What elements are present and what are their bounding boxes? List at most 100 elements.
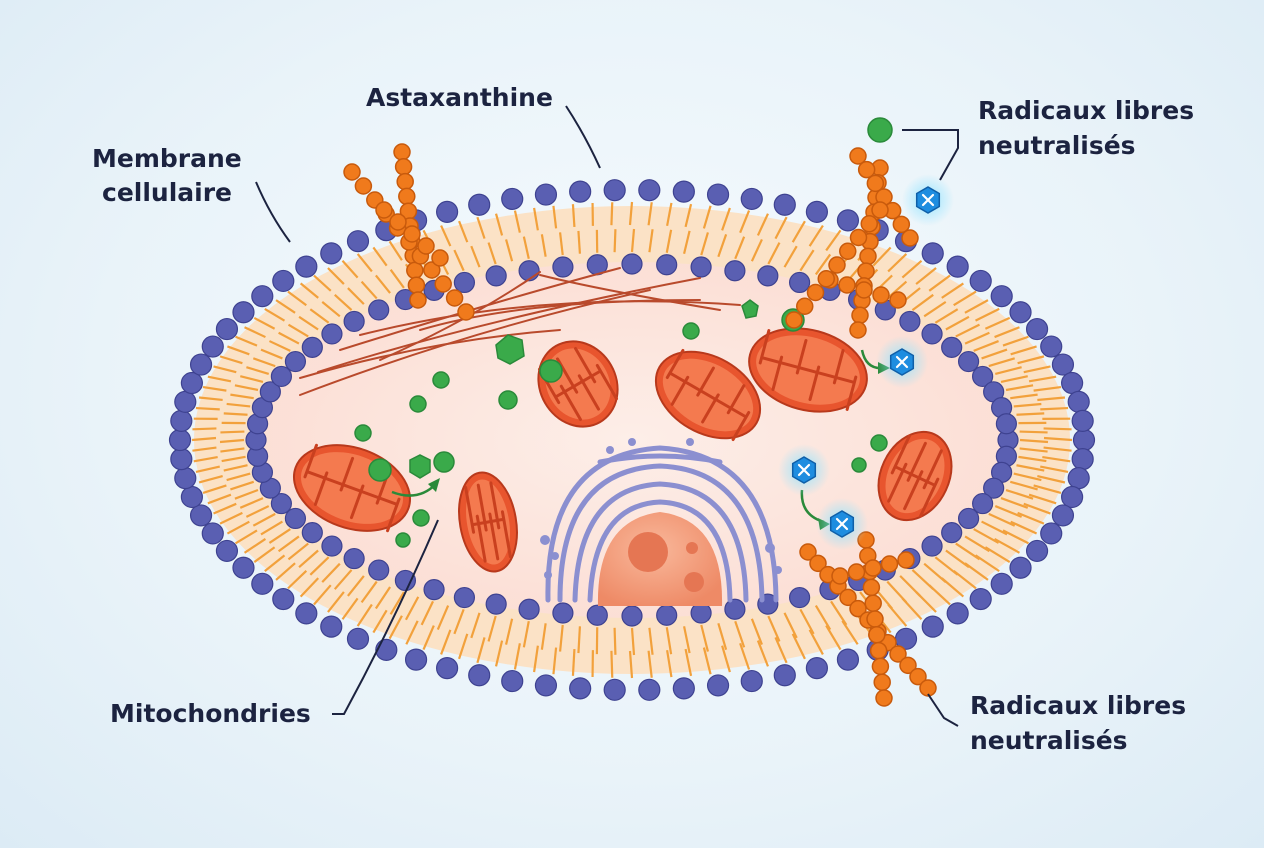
lipid-tail [422, 625, 435, 651]
svg-text:Mitochondries: Mitochondries [110, 699, 311, 728]
lipid-tail [558, 624, 564, 652]
lipid-tail [221, 455, 246, 463]
lipid-tail [791, 633, 806, 660]
phospholipid-head [899, 310, 921, 333]
phospholipid-head [1025, 539, 1049, 563]
phospholipid-head [836, 648, 860, 671]
phospholipid-head [232, 556, 255, 579]
astaxanthin-bead [862, 578, 881, 597]
lipid-tail [404, 596, 420, 621]
lipid-tail [235, 529, 258, 545]
lipid-tail [953, 290, 977, 307]
lipid-tail [341, 260, 359, 279]
phospholipid-head [1067, 390, 1090, 413]
lipid-tail [964, 299, 989, 314]
phospholipid-head [272, 269, 295, 293]
lipid-tail [941, 282, 964, 299]
phospholipid-head [251, 572, 274, 595]
astaxanthin-bead [839, 242, 857, 260]
lipid-tail [702, 647, 712, 675]
lipid-tail [683, 626, 691, 654]
lipid-tail [577, 230, 582, 254]
phospholipid-head [941, 336, 963, 358]
lipid-tail [774, 216, 788, 240]
lipid-tail [522, 236, 530, 260]
phospholipid-head [251, 285, 274, 308]
lipid-tail [984, 316, 1011, 330]
lipid-tail [981, 348, 1008, 360]
phospholipid-head [301, 522, 323, 544]
astaxanthin-bead [839, 588, 857, 607]
lipid-tail [1033, 385, 1062, 392]
lipid-tail [1040, 465, 1069, 474]
phospholipid-head [773, 664, 796, 687]
phospholipid-head [270, 492, 292, 515]
lipid-tail [223, 464, 248, 472]
svg-text:Membrane: Membrane [92, 144, 242, 173]
phospholipid-head [320, 242, 343, 265]
label-membrane: Membrane cellulaire [92, 144, 291, 243]
astaxanthin-molecules [343, 143, 937, 707]
lipid-tail [540, 234, 547, 257]
phospholipid-head [969, 587, 992, 611]
lipid-tail [327, 267, 345, 285]
astaxanthin-bead [871, 657, 890, 676]
phospholipid-head [404, 648, 428, 671]
lipid-tail [630, 627, 636, 656]
lipid-tail [994, 505, 1023, 518]
lipid-tail [260, 348, 283, 360]
mitochondrion [877, 430, 953, 522]
lipid-tail [647, 202, 653, 226]
phospholipid-head [189, 353, 213, 376]
lipid-tail [756, 640, 769, 667]
lipid-tail [356, 603, 373, 627]
lipid-tail [630, 228, 636, 253]
lipid-tail [309, 556, 330, 576]
lipid-tail [1002, 529, 1029, 545]
lipid-tail [717, 622, 728, 650]
lipid-tail [372, 246, 388, 267]
lipid-tail [830, 600, 848, 626]
lipid-tail [334, 293, 353, 311]
phospholipid-head [284, 350, 307, 373]
lipid-tail [275, 299, 296, 314]
astaxanthin-bead [889, 645, 907, 663]
phospholipid-head [706, 674, 730, 697]
phospholipid-head [201, 522, 224, 545]
lipid-tail [264, 554, 286, 572]
golgi-apparatus [545, 445, 779, 603]
lipid-tail [911, 569, 934, 591]
phospholipid-head [983, 477, 1005, 499]
lipid-tail [721, 645, 731, 673]
phospholipid-head [259, 381, 281, 403]
lipid-tail [388, 615, 403, 640]
lipid-tail [193, 456, 218, 463]
lipid-tail [1043, 427, 1072, 431]
lipid-tail [321, 562, 341, 583]
lipid-tail [955, 542, 981, 561]
astaxanthin-bead [872, 286, 890, 304]
phospholipid-head [672, 677, 695, 700]
phospholipid-head [321, 323, 343, 345]
lipid-tail [207, 493, 232, 505]
lipid-tail [1000, 375, 1028, 383]
lipid-tail [1009, 480, 1038, 491]
phospholipid-head [1009, 556, 1032, 579]
phospholipid-head [957, 507, 980, 530]
lipid-tail [647, 650, 653, 678]
lipid-tail [389, 591, 405, 615]
lipid-tail [1023, 502, 1051, 515]
lipid-tail [321, 301, 341, 318]
lipid-tail [717, 233, 728, 258]
phospholipid-head [174, 467, 197, 490]
phospholipid-head [773, 193, 796, 216]
astaxanthin-bead [864, 559, 882, 577]
phospholipid-head [995, 413, 1017, 435]
free-radical [902, 174, 954, 226]
astaxanthin-bead [847, 563, 866, 581]
astaxanthin-bead [849, 599, 867, 618]
phospholipid-head [552, 602, 574, 624]
lipid-tail [264, 307, 286, 322]
phospholipid-head [990, 572, 1013, 595]
phospholipid-head [1025, 317, 1049, 341]
